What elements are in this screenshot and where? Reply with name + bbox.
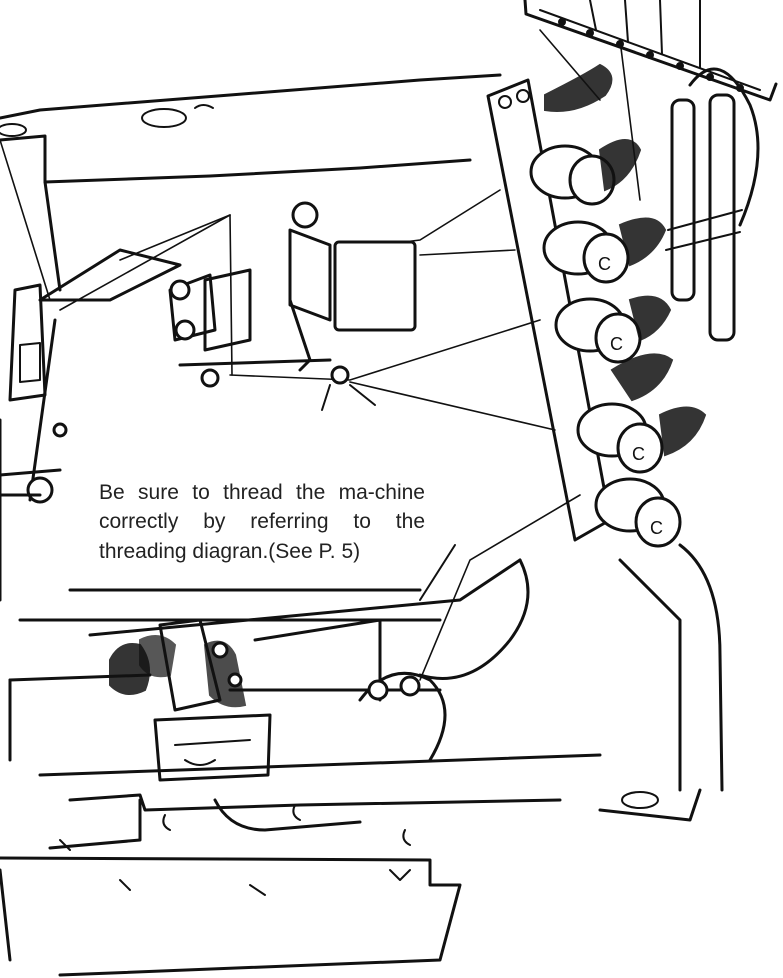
tension-disc-2: C — [542, 217, 667, 284]
machine-bed — [0, 673, 602, 977]
thread-paths — [0, 29, 641, 681]
center-tension-unit — [168, 201, 417, 411]
tension-disc-1 — [529, 63, 642, 206]
svg-text:C: C — [650, 518, 663, 538]
tension-disc-5: C — [594, 477, 682, 548]
left-thread-guides — [0, 248, 182, 504]
svg-text:C: C — [610, 334, 623, 354]
threading-instruction-text: Be sure to thread the ma-chine correctly… — [99, 478, 425, 567]
svg-text:C: C — [632, 444, 645, 464]
tension-disc-4: C — [576, 353, 707, 474]
svg-text:C: C — [598, 254, 611, 274]
presser-foot-assembly — [109, 618, 442, 782]
thread-stand-rods — [665, 67, 760, 342]
thread-guide-rack — [523, 0, 778, 102]
machine-top-cover — [0, 73, 502, 292]
tension-disc-3: C — [554, 295, 672, 364]
machine-body — [0, 418, 724, 822]
